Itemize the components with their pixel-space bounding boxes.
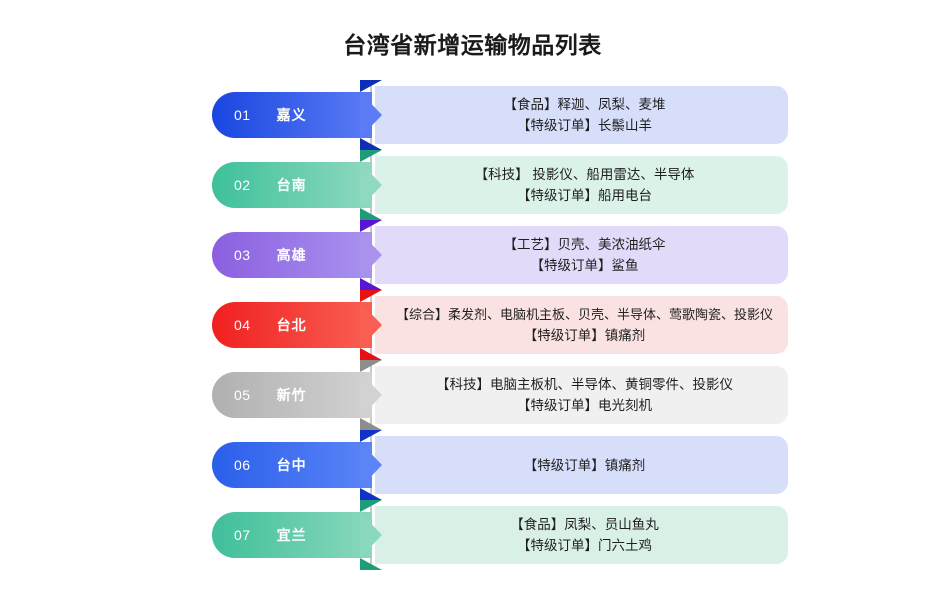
row-city-label: 台北 bbox=[276, 317, 307, 333]
row-banner[interactable]: 02 台南 bbox=[212, 150, 390, 220]
row-city-label: 宜兰 bbox=[276, 527, 307, 543]
banner-fold-top-icon bbox=[360, 500, 382, 512]
banner-fold-top-icon bbox=[360, 430, 382, 442]
row-content-panel: 【食品】释迦、凤梨、麦堆【特级订单】长鬃山羊 bbox=[375, 86, 788, 144]
banner-body: 01 嘉义 bbox=[212, 92, 372, 138]
row-index-label: 07 bbox=[234, 527, 251, 543]
banner-arrow-tip-icon bbox=[360, 442, 382, 488]
row-list: 【食品】释迦、凤梨、麦堆【特级订单】长鬃山羊 01 嘉义【科技】 投影仪、船用雷达、… bbox=[0, 80, 945, 576]
row-index-label: 05 bbox=[234, 387, 251, 403]
row-content-line: 【科技】 投影仪、船用雷达、半导体 bbox=[474, 167, 695, 182]
row-index-label: 04 bbox=[234, 317, 251, 333]
banner-fold-bottom-icon bbox=[360, 348, 382, 360]
row-content-panel: 【工艺】贝壳、美浓油纸伞【特级订单】鲨鱼 bbox=[375, 226, 788, 284]
banner-fold-bottom-icon bbox=[360, 418, 382, 430]
banner-arrow-tip-icon bbox=[360, 512, 382, 558]
row-content-panel: 【特级订单】镇痛剂 bbox=[375, 436, 788, 494]
timeline-row[interactable]: 【科技】 投影仪、船用雷达、半导体【特级订单】船用电台 02 台南 bbox=[0, 150, 945, 220]
row-banner[interactable]: 07 宜兰 bbox=[212, 500, 390, 570]
banner-body: 05 新竹 bbox=[212, 372, 372, 418]
row-content-panel: 【科技】 投影仪、船用雷达、半导体【特级订单】船用电台 bbox=[375, 156, 788, 214]
row-city-label: 台南 bbox=[276, 177, 307, 193]
banner-fold-bottom-icon bbox=[360, 138, 382, 150]
row-content-line: 【特级订单】电光刻机 bbox=[517, 398, 652, 413]
row-content-line: 【工艺】贝壳、美浓油纸伞 bbox=[503, 237, 666, 252]
banner-fold-top-icon bbox=[360, 360, 382, 372]
banner-fold-top-icon bbox=[360, 290, 382, 302]
timeline-row[interactable]: 【食品】释迦、凤梨、麦堆【特级订单】长鬃山羊 01 嘉义 bbox=[0, 80, 945, 150]
banner-fold-bottom-icon bbox=[360, 208, 382, 220]
row-content-line: 【食品】凤梨、员山鱼丸 bbox=[510, 517, 659, 532]
row-content-line: 【食品】释迦、凤梨、麦堆 bbox=[503, 97, 666, 112]
row-index-label: 03 bbox=[234, 247, 251, 263]
row-content-panel: 【综合】柔发剂、电脑机主板、贝壳、半导体、莺歌陶瓷、投影仪【特级订单】镇痛剂 bbox=[375, 296, 788, 354]
row-content-line: 【特级订单】鲨鱼 bbox=[530, 258, 639, 273]
row-content-line: 【特级订单】船用电台 bbox=[517, 188, 652, 203]
timeline-row[interactable]: 【科技】电脑主板机、半导体、黄铜零件、投影仪【特级订单】电光刻机 05 新竹 bbox=[0, 360, 945, 430]
row-content-line: 【科技】电脑主板机、半导体、黄铜零件、投影仪 bbox=[436, 377, 733, 392]
banner-body: 03 高雄 bbox=[212, 232, 372, 278]
row-content-panel: 【科技】电脑主板机、半导体、黄铜零件、投影仪【特级订单】电光刻机 bbox=[375, 366, 788, 424]
banner-arrow-tip-icon bbox=[360, 162, 382, 208]
row-content-line: 【特级订单】镇痛剂 bbox=[523, 328, 646, 343]
banner-fold-top-icon bbox=[360, 220, 382, 232]
row-banner[interactable]: 05 新竹 bbox=[212, 360, 390, 430]
page-title: 台湾省新增运输物品列表 bbox=[343, 32, 602, 58]
banner-arrow-tip-icon bbox=[360, 232, 382, 278]
banner-body: 07 宜兰 bbox=[212, 512, 372, 558]
banner-body: 04 台北 bbox=[212, 302, 372, 348]
row-banner[interactable]: 06 台中 bbox=[212, 430, 390, 500]
row-banner[interactable]: 04 台北 bbox=[212, 290, 390, 360]
row-content-line: 【特级订单】长鬃山羊 bbox=[517, 118, 652, 133]
banner-fold-bottom-icon bbox=[360, 488, 382, 500]
row-banner[interactable]: 03 高雄 bbox=[212, 220, 390, 290]
timeline-row[interactable]: 【特级订单】镇痛剂 06 台中 bbox=[0, 430, 945, 500]
banner-body: 06 台中 bbox=[212, 442, 372, 488]
row-index-label: 01 bbox=[234, 107, 251, 123]
row-banner[interactable]: 01 嘉义 bbox=[212, 80, 390, 150]
banner-fold-bottom-icon bbox=[360, 558, 382, 570]
banner-arrow-tip-icon bbox=[360, 372, 382, 418]
row-index-label: 06 bbox=[234, 457, 251, 473]
timeline-row[interactable]: 【工艺】贝壳、美浓油纸伞【特级订单】鲨鱼 03 高雄 bbox=[0, 220, 945, 290]
banner-fold-top-icon bbox=[360, 150, 382, 162]
banner-arrow-tip-icon bbox=[360, 92, 382, 138]
row-city-label: 高雄 bbox=[276, 247, 307, 263]
row-index-label: 02 bbox=[234, 177, 251, 193]
row-city-label: 嘉义 bbox=[276, 107, 307, 123]
banner-fold-top-icon bbox=[360, 80, 382, 92]
row-city-label: 新竹 bbox=[276, 387, 307, 403]
banner-body: 02 台南 bbox=[212, 162, 372, 208]
row-content-line: 【综合】柔发剂、电脑机主板、贝壳、半导体、莺歌陶瓷、投影仪 bbox=[395, 307, 773, 322]
row-content-panel: 【食品】凤梨、员山鱼丸【特级订单】门六土鸡 bbox=[375, 506, 788, 564]
row-content-line: 【特级订单】门六土鸡 bbox=[517, 538, 652, 553]
banner-arrow-tip-icon bbox=[360, 302, 382, 348]
timeline-row[interactable]: 【食品】凤梨、员山鱼丸【特级订单】门六土鸡 07 宜兰 bbox=[0, 500, 945, 570]
banner-fold-bottom-icon bbox=[360, 278, 382, 290]
row-content-line: 【特级订单】镇痛剂 bbox=[523, 457, 646, 473]
row-city-label: 台中 bbox=[276, 457, 307, 473]
